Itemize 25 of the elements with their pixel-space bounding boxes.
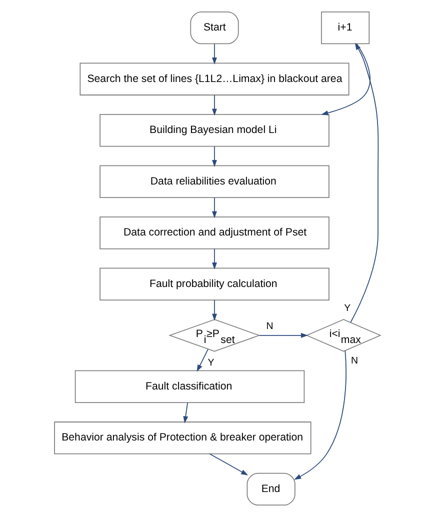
node-box: Fault classification [74,370,305,403]
edge-label: Y [208,358,214,369]
arrow [212,146,217,168]
node-box: Data correction and adjustment of Pset [100,216,330,250]
node-box: i+1 [321,11,370,44]
edge-label: N [350,355,358,366]
node-box: Search the set of lines {L1L2…Limax} in blackout area [80,62,350,96]
arrow [212,197,217,218]
arrow [212,248,217,270]
edge-label: Y [344,302,351,314]
arrow [183,402,188,424]
arrow [212,300,217,321]
node-box: Behavior analysis of Protection & breaker operation [54,422,312,454]
arrow [196,348,208,372]
arrow [294,350,346,480]
node-box: End [246,472,296,506]
node-box: Fault probability calculation [100,268,330,300]
node-box: Data reliabilities evaluation [100,165,330,198]
node-box: Building Bayesian model Li [100,114,330,147]
arrow [212,43,217,65]
arrow [209,453,248,476]
node-box: Start [190,11,239,44]
arrow [258,332,308,338]
arrow [212,94,217,116]
edge-label: N [266,320,274,332]
